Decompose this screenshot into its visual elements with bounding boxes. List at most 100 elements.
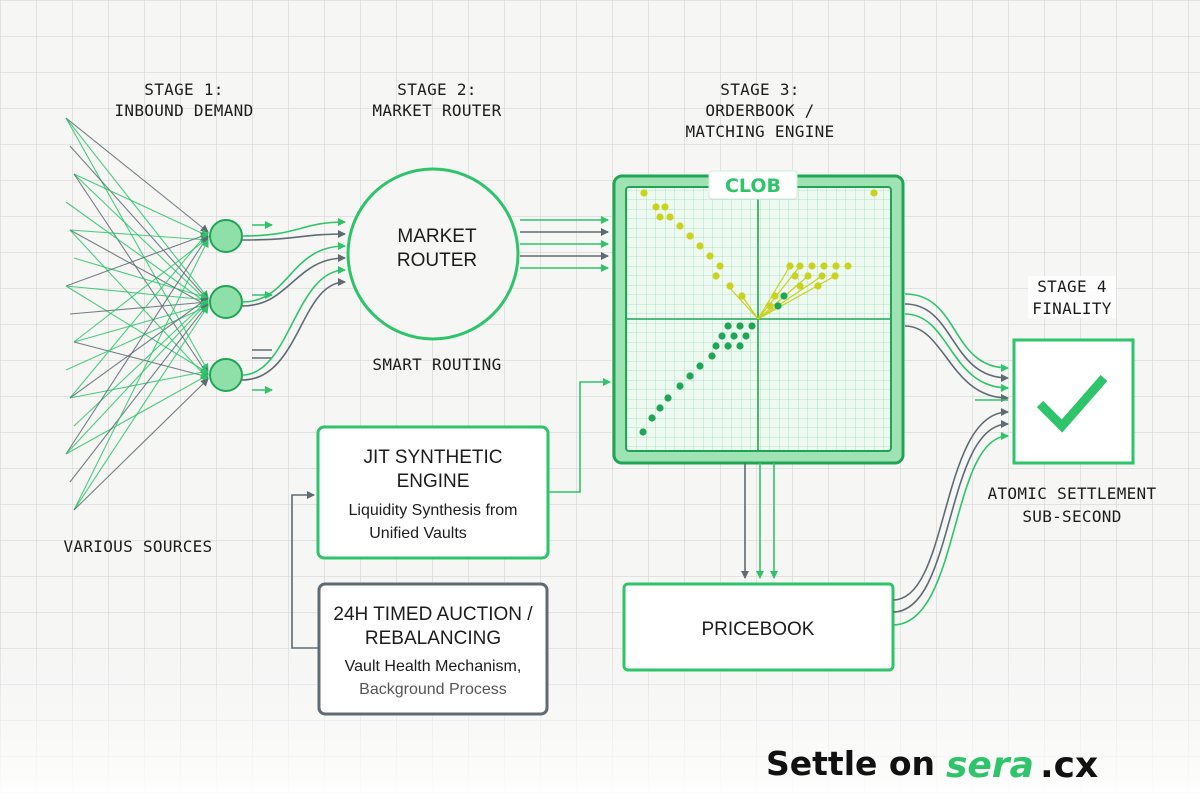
bottom-fade: [0, 640, 1200, 805]
order-dot: [796, 262, 804, 270]
market-router: [346, 167, 520, 341]
inbound-line: [69, 229, 209, 380]
source-node-3: [209, 358, 243, 392]
clob-to-pricebook-arrows: [741, 463, 778, 579]
match-ray: [757, 275, 836, 320]
order-dot: [656, 213, 664, 221]
order-dot: [652, 203, 660, 211]
inbound-line: [69, 229, 209, 307]
inbound-line: [69, 303, 209, 483]
inbound-line: [69, 229, 209, 244]
stage1-title: STAGE 1:: [144, 80, 223, 99]
clob-to-finality-curves: [904, 293, 1009, 402]
order-dot: [831, 272, 839, 280]
order-dot: [676, 382, 684, 390]
jit-desc-1: Liquidity Synthesis from: [349, 502, 518, 519]
brand-suffix: .cx: [1040, 745, 1098, 786]
inbound-line: [65, 285, 209, 374]
order-dot: [786, 262, 794, 270]
order-dot: [818, 272, 826, 280]
order-dot: [696, 242, 704, 250]
order-dot: [796, 282, 804, 290]
inbound-line: [73, 378, 209, 511]
auction-desc-1: Vault Health Mechanism,: [345, 658, 522, 675]
brand-prefix: Settle on: [766, 744, 935, 783]
order-dot: [814, 282, 822, 290]
order-dot: [742, 332, 750, 340]
stage4-subtitle: FINALITY: [1032, 299, 1112, 318]
jit-title-1: JIT SYNTHETIC: [364, 447, 503, 468]
order-dot: [736, 322, 744, 330]
order-dot: [666, 213, 674, 221]
stage3-line2: ORDERBOOK /: [705, 101, 814, 120]
pricebook-to-finality-curves: [892, 408, 1009, 626]
match-ray: [741, 295, 759, 320]
order-dot: [791, 272, 799, 280]
order-dot: [676, 222, 684, 230]
order-dot: [708, 352, 716, 360]
match-ray: [757, 265, 791, 320]
inbound-line: [65, 117, 209, 299]
order-dot: [780, 292, 788, 300]
order-dot: [730, 332, 738, 340]
order-dot: [820, 262, 828, 270]
order-dot: [696, 362, 704, 370]
order-dot: [686, 372, 694, 380]
stage4-title-bg: [1028, 276, 1116, 318]
auction-desc-2: Background Process: [359, 681, 507, 698]
inbound-line: [69, 231, 209, 399]
order-dot: [648, 414, 656, 422]
pricebook-label: PRICEBOOK: [702, 619, 815, 640]
inbound-demand-lines: [65, 117, 209, 511]
order-dot: [771, 292, 779, 300]
order-dot: [639, 428, 647, 436]
jit-title-2: ENGINE: [397, 471, 470, 492]
inbound-line: [73, 237, 209, 343]
finality-caption-1: ATOMIC SETTLEMENT: [988, 484, 1157, 503]
order-dot: [640, 189, 648, 197]
order-dot: [748, 322, 756, 330]
inbound-line: [73, 173, 209, 376]
clob-badge: [708, 170, 798, 200]
order-dot: [808, 262, 816, 270]
clob-orderbook: [612, 174, 905, 465]
router-label-1: MARKET: [397, 226, 477, 247]
inbound-line: [65, 117, 209, 372]
order-dot: [686, 232, 694, 240]
inbound-line: [65, 301, 209, 455]
inbound-line: [73, 299, 209, 427]
order-dot: [712, 272, 720, 280]
timed-auction-box: [317, 582, 549, 716]
various-sources-label: VARIOUS SOURCES: [64, 537, 213, 556]
order-dot: [870, 189, 878, 197]
auction-title-2: REBALANCING: [365, 628, 501, 649]
inbound-line: [73, 305, 209, 511]
order-dot: [718, 332, 726, 340]
jit-mask: [487, 518, 526, 546]
source-node-2: [209, 285, 243, 319]
brand-footer: Settle on sera .cx: [766, 744, 1098, 786]
match-ray: [757, 275, 823, 320]
order-dot: [724, 322, 732, 330]
order-dot: [738, 292, 746, 300]
order-dot: [844, 262, 852, 270]
inbound-line: [69, 145, 209, 301]
router-label-2: ROUTER: [397, 250, 477, 271]
stage4-title: STAGE 4: [1037, 277, 1107, 296]
order-dot: [832, 262, 840, 270]
brand-name: sera: [946, 745, 1034, 786]
inbound-line: [73, 302, 209, 343]
inbound-line: [73, 173, 209, 303]
inbound-line: [65, 235, 209, 455]
router-to-clob-lines: [520, 216, 609, 272]
stage3-title: STAGE 3:: [720, 80, 799, 99]
inbound-line: [73, 239, 209, 511]
jit-to-clob-arrow: [548, 378, 611, 493]
clob-badge-label: CLOB: [725, 175, 781, 197]
auction-title-1: 24H TIMED AUCTION /: [333, 604, 533, 625]
finality-box: [1012, 338, 1135, 465]
inbound-line: [69, 368, 209, 399]
pricebook-box: [622, 582, 895, 672]
order-dot: [774, 302, 782, 310]
inbound-line: [65, 232, 209, 287]
